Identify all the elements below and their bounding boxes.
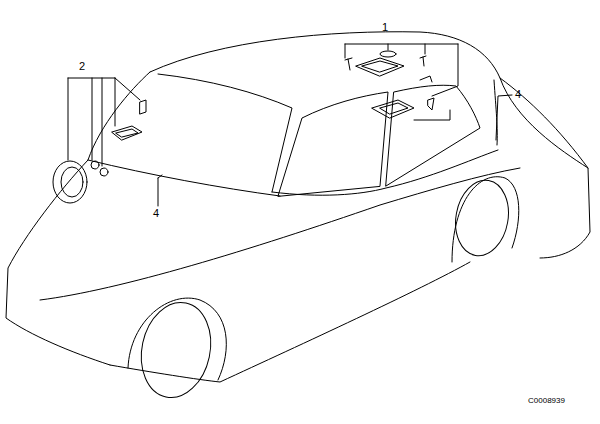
drawing-code: C0008939	[528, 397, 565, 405]
callout-number: 4	[515, 89, 521, 100]
callout-number: 2	[79, 61, 85, 72]
callout-number: 4	[153, 208, 159, 219]
callout-number: 1	[382, 22, 388, 33]
